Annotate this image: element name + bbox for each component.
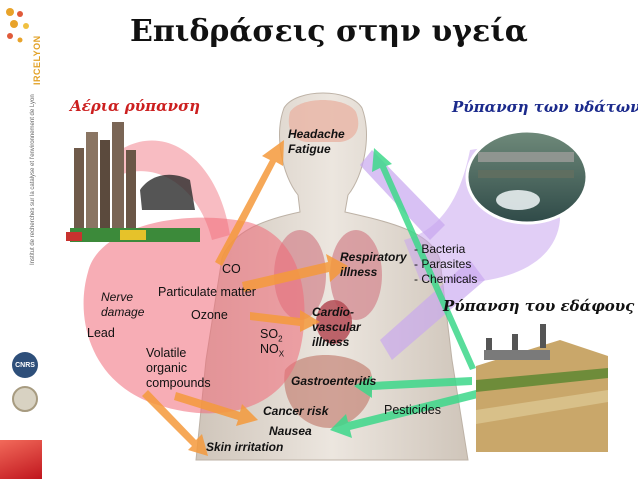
farmland-icon [476,324,608,452]
sidebar: IRCELYON Institut de recherches sur la c… [0,0,52,479]
effect-gastroenteritis: Gastroenteritis [291,374,377,388]
pollutant-lead: Lead [87,326,115,340]
red-corner-decoration [0,440,42,479]
effect-cardiovascular-illness: Cardio- vascular illness [312,305,361,349]
pollutant-pesticides: Pesticides [384,403,441,417]
effect-cancer-risk: Cancer risk [263,404,329,418]
brain-icon [288,100,359,142]
pollutant-particulate-matter: Particulate matter [158,285,256,299]
arrow-soil-to-gastro [354,376,472,398]
city-skyline-icon [66,122,200,242]
effect-respiratory-illness: Respiratory illness [340,250,407,279]
pollutant-co: CO [222,262,241,276]
arrow-air-to-lungs [242,254,348,292]
water-pipe-icon [465,129,589,225]
pollutant-nox: NOX [260,342,285,359]
intestines-icon [284,355,373,428]
water-pollution-heading: Ρύπανση των υδάτων [452,98,638,116]
air-pollution-heading: Αέρια ρύπανση [70,97,201,115]
air-arrows [142,140,348,456]
right-lung-icon [330,230,382,320]
heart-icon [316,300,352,344]
pollutant-so2: SO2 [260,327,283,344]
soil-arrows [330,148,478,438]
arrow-air-to-heart [250,310,320,332]
arrow-soil-to-nausea [330,390,478,438]
logo-dots-icon [6,8,29,43]
cnrs-logo: CNRS [12,352,38,378]
arrow-air-to-head [215,140,284,266]
arrow-air-to-cancer [174,392,258,426]
brand-logo-text: IRCELYON [32,35,42,85]
institute-name: Institut de recherches sur la catalyse e… [30,94,36,265]
arrow-soil-to-head [372,148,476,370]
effect-nausea: Nausea [269,424,312,438]
effect-headache-fatigue: Headache Fatigue [288,127,345,156]
effect-skin-irritation: Skin irritation [206,440,284,454]
pollutant-ozone: Ozone [191,308,228,322]
university-seal-icon [12,386,38,412]
soil-pollution-heading: Ρύπανση του εδάφους [443,297,635,315]
water-pollutant-list: - Bacteria - Parasites - Chemicals [414,242,478,286]
page-title: Επιδράσεις στην υγεία [130,14,528,49]
pollutant-voc: Volatile organic compounds [146,346,211,390]
air-pollution-zone [83,140,305,414]
arrow-air-to-skin [142,390,208,456]
effect-nerve-damage: Nerve damage [101,290,145,319]
